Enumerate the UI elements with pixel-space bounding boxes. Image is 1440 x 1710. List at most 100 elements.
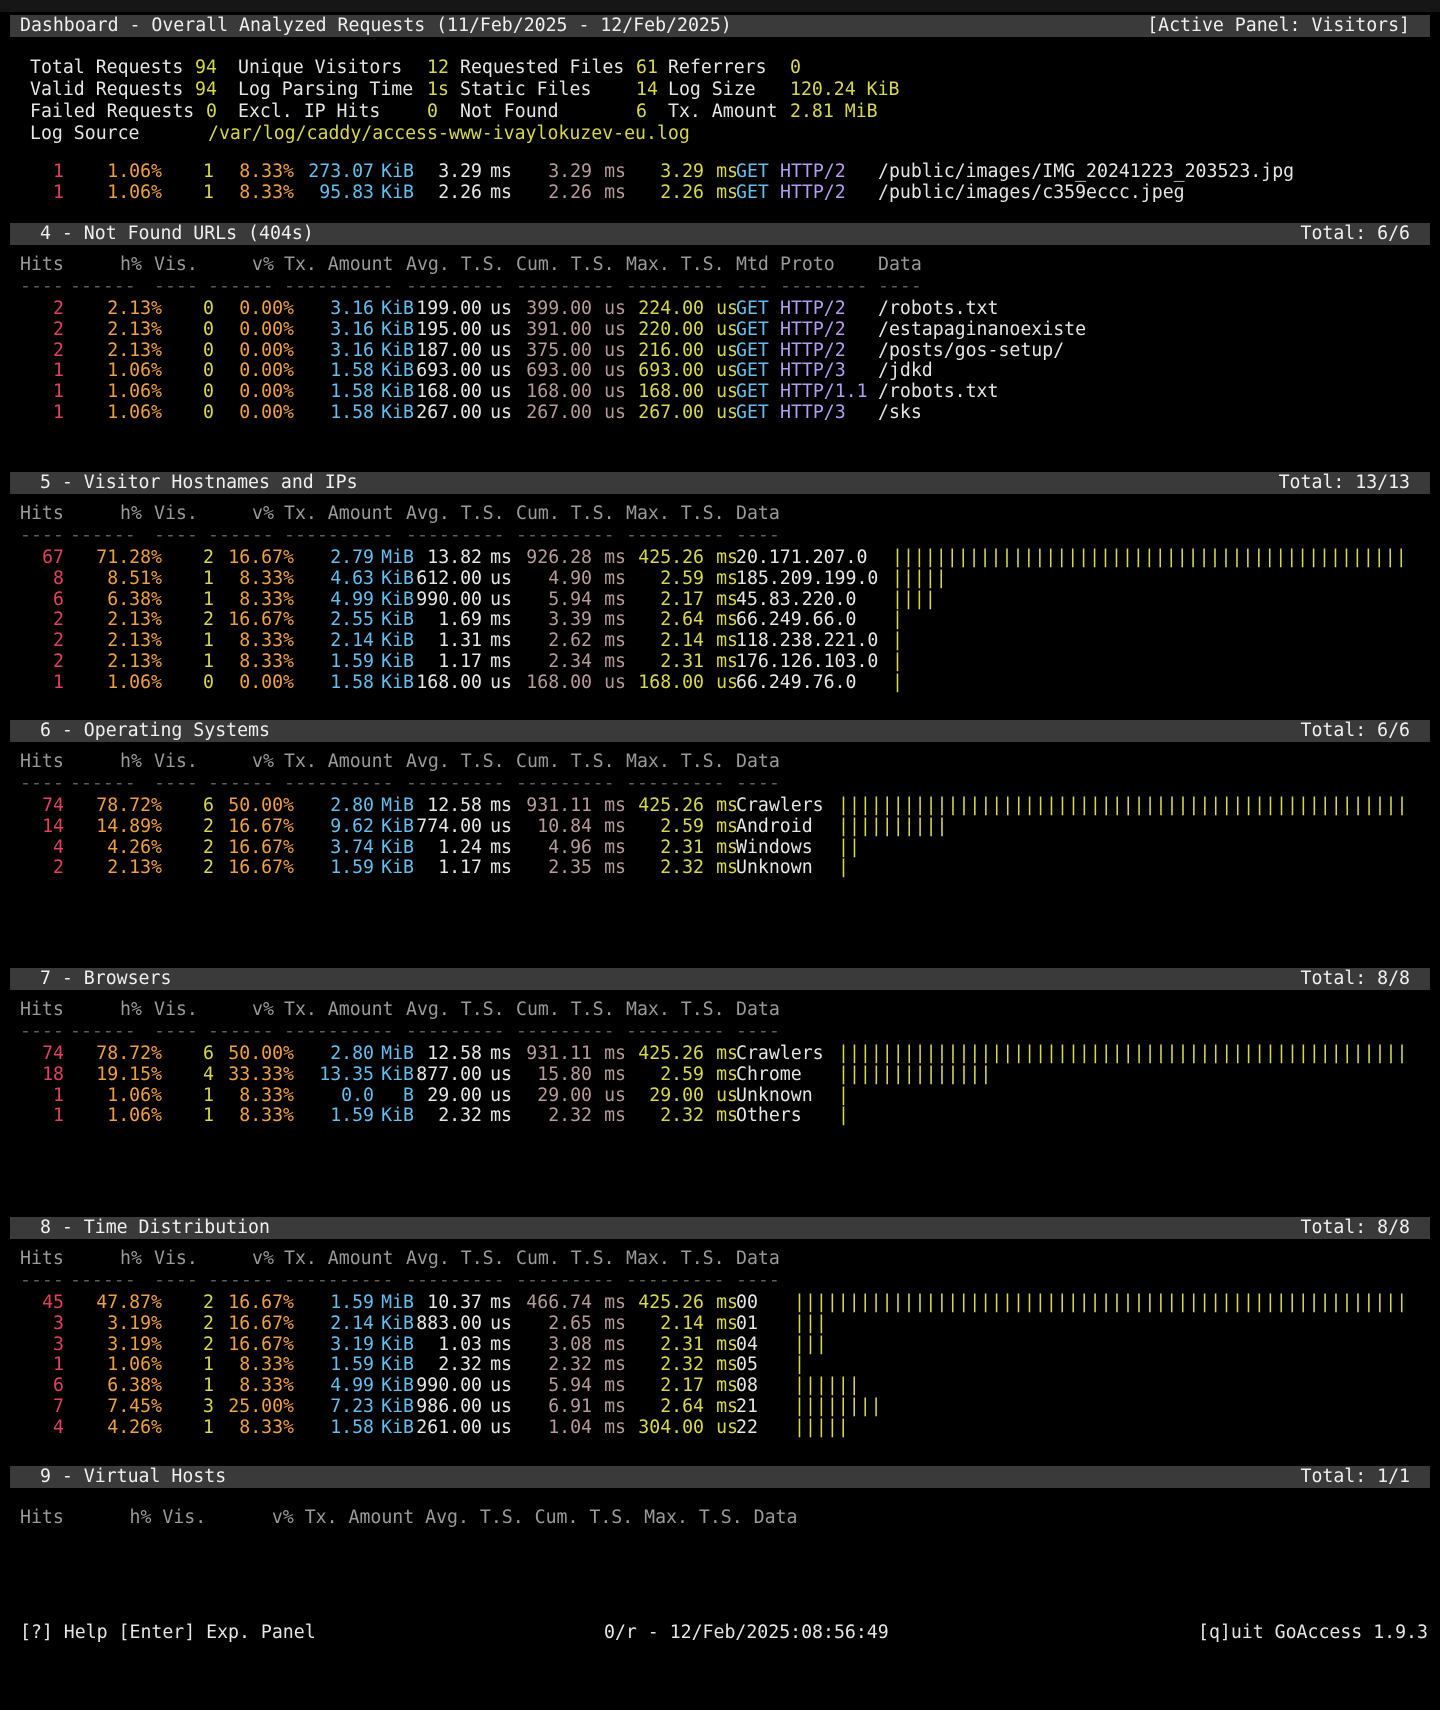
tx-amount-unit: KiB [381, 1333, 414, 1355]
panel-title: 7 - Browsers [40, 968, 172, 989]
tx-amount-value: 1.59 [330, 1354, 374, 1376]
avg-ts-unit: ms [490, 630, 512, 652]
tx-amount-value: 4.99 [330, 1375, 374, 1397]
tx-amount-value: 2.80 [330, 795, 374, 816]
help-hint[interactable]: [?] Help [Enter] Exp. Panel [20, 1622, 316, 1643]
tx-amount-unit: KiB [381, 836, 414, 858]
separator-dashes: ------ [70, 1270, 136, 1291]
cum-ts-value: 2.26 [548, 182, 592, 203]
tx-amount-value: 0.0 [341, 1084, 374, 1106]
hits-percent-value: 2.13% [107, 630, 162, 652]
col-tx-amount: Tx. Amount [284, 999, 394, 1020]
data-value: Crawlers [736, 1043, 824, 1064]
visitors-value: 1 [203, 1354, 214, 1376]
tx-amount-unit: KiB [381, 381, 414, 403]
tx-amount-unit: KiB [381, 402, 414, 423]
panel-total: Total: 8/8 [1300, 1217, 1411, 1238]
max-ts-unit: ms [716, 547, 738, 568]
avg-ts-value: 774.00 [416, 815, 482, 837]
separator-dashes: ---- [154, 1021, 198, 1042]
cum-ts-unit: ms [604, 161, 626, 182]
max-ts-value: 425.26 [638, 1292, 704, 1313]
data-value: 21 [736, 1396, 758, 1417]
cum-ts-value: 15.80 [537, 1063, 592, 1085]
hits-value: 67 [42, 547, 64, 568]
col-data: Data [736, 503, 780, 524]
hits-percent-value: 1.06% [107, 182, 162, 203]
avg-ts-unit: ms [490, 1043, 512, 1064]
visitors-percent-value: 0.00% [239, 360, 294, 382]
visitors-value: 6 [203, 795, 214, 816]
panel-title: 8 - Time Distribution [40, 1217, 270, 1238]
max-ts-unit: us [716, 339, 738, 361]
max-ts-unit: ms [716, 588, 738, 610]
tx-amount-value: 1.58 [330, 402, 374, 423]
tx-amount-value: 3.19 [330, 1333, 374, 1355]
cum-ts-unit: ms [604, 815, 626, 837]
visitors-percent-value: 8.33% [239, 588, 294, 610]
max-ts-value: 2.17 [660, 1375, 704, 1397]
avg-ts-value: 187.00 [416, 339, 482, 361]
tx-amount-value: 1.58 [330, 1416, 374, 1438]
avg-ts-value: 261.00 [416, 1416, 482, 1438]
hits-value: 4 [53, 836, 64, 858]
separator-dashes: ---------- [284, 525, 394, 546]
tx-amount-unit: KiB [381, 1063, 414, 1085]
max-ts-value: 693.00 [638, 360, 704, 382]
cum-ts-unit: us [604, 318, 626, 340]
hits-percent-value: 6.38% [107, 588, 162, 610]
max-ts-unit: ms [716, 182, 738, 203]
visitors-value: 2 [203, 857, 214, 879]
visitors-percent-value: 50.00% [228, 795, 294, 816]
hits-percent-value: 4.26% [107, 836, 162, 858]
separator-dashes: ------ [208, 525, 274, 546]
tx-amount-value: 13.35 [319, 1063, 374, 1085]
avg-ts-value: 2.32 [438, 1105, 482, 1127]
visitors-percent-value: 0.00% [239, 381, 294, 403]
method-value: GET [736, 339, 769, 361]
tx-amount-unit: KiB [381, 1396, 414, 1417]
max-ts-unit: us [716, 402, 738, 423]
hits-value: 2 [53, 857, 64, 879]
panel-title: 5 - Visitor Hostnames and IPs [40, 472, 358, 493]
active-panel-indicator: [Active Panel: Visitors] [1147, 15, 1410, 36]
separator-dashes: --------- [406, 1270, 505, 1291]
visitors-percent-value: 16.67% [228, 815, 294, 837]
col-data: Data [736, 999, 780, 1020]
panel-title-bar[interactable]: 4 - Not Found URLs (404s)Total: 6/6 [10, 223, 1430, 245]
footer-timestamp: 0/r - 12/Feb/2025:08:56:49 [604, 1622, 889, 1643]
excl-ip-hits-value: 0 [427, 101, 438, 122]
max-ts-value: 2.14 [660, 630, 704, 652]
terminal-top-strip [0, 0, 1440, 12]
tx-amount-value: 3.16 [330, 318, 374, 340]
avg-ts-unit: us [490, 318, 512, 340]
data-value: Unknown [736, 857, 813, 879]
separator-dashes: ------ [70, 1021, 136, 1042]
cum-ts-unit: us [604, 360, 626, 382]
hits-percent-value: 8.51% [107, 567, 162, 589]
max-ts-value: 2.32 [660, 857, 704, 879]
cum-ts-value: 2.62 [548, 630, 592, 652]
separator-dashes: --------- [626, 773, 725, 794]
tx-amount-value: 2.79 [330, 547, 374, 568]
hits-value: 6 [53, 588, 64, 610]
col-tx-amount: Tx. Amount [284, 751, 394, 772]
hits-bar: | [892, 671, 903, 693]
cum-ts-unit: ms [604, 836, 626, 858]
avg-ts-unit: ms [490, 857, 512, 879]
col-h-percent: h% [120, 999, 142, 1020]
not-found-value: 6 [636, 101, 647, 122]
panel-title-bar[interactable]: 8 - Time Distribution Total: 8/8 [10, 1217, 1430, 1239]
avg-ts-unit: ms [490, 1105, 512, 1127]
quit-hint[interactable]: [q]uit GoAccess 1.9.3 [1198, 1622, 1428, 1643]
visitors-value: 2 [203, 1312, 214, 1334]
hits-value: 1 [53, 402, 64, 423]
col-v-percent: v% [252, 503, 274, 524]
visitors-percent-value: 8.33% [239, 630, 294, 652]
col-visitors: Vis. [154, 751, 198, 772]
col-v-percent: v% [252, 1248, 274, 1269]
